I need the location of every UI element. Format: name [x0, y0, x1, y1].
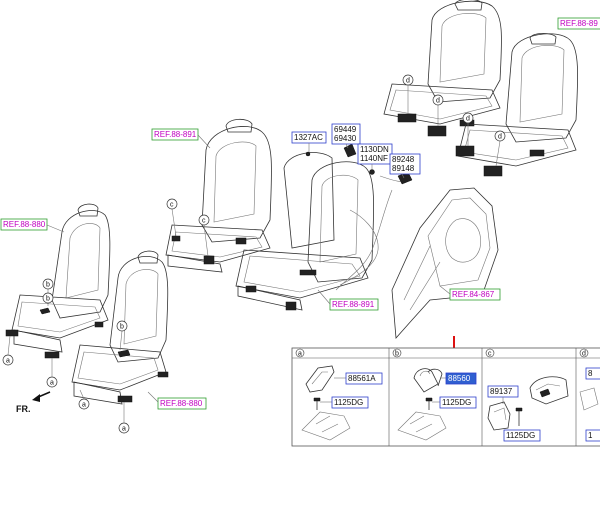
- detail-cell-c: c 89137 1125DG: [485, 348, 569, 442]
- svg-text:b: b: [46, 282, 50, 289]
- svg-text:1125DG: 1125DG: [442, 398, 471, 407]
- svg-text:88561A: 88561A: [348, 374, 376, 383]
- svg-text:1: 1: [588, 431, 593, 440]
- callout-c: c: [166, 198, 178, 210]
- callout-d: d: [494, 130, 506, 142]
- part-label-89248: 89248 89148: [389, 153, 421, 179]
- svg-text:REF.88-891: REF.88-891: [332, 300, 375, 309]
- svg-text:d: d: [406, 78, 410, 85]
- callout-d: d: [402, 74, 414, 86]
- svg-text:89137: 89137: [490, 387, 513, 396]
- svg-text:a: a: [82, 402, 86, 409]
- ref-label-top-right: REF.88-89: [557, 17, 600, 30]
- side-trim-panel: [391, 187, 499, 339]
- callout-b: b: [42, 278, 54, 290]
- svg-text:1130DN: 1130DN: [360, 145, 389, 154]
- svg-text:d: d: [498, 134, 502, 141]
- detail-cell-b: b 88560 1125DG: [392, 348, 477, 441]
- part-label-1327ac: 1327AC: [291, 131, 327, 152]
- svg-text:d: d: [436, 98, 440, 105]
- ref-label-second-row: REF.88-891: [151, 128, 211, 149]
- svg-text:c: c: [170, 202, 174, 209]
- ref-label-front-left: REF.88-880: [0, 218, 65, 233]
- svg-text:a: a: [298, 351, 302, 358]
- ref-label-trim: REF.84-867: [439, 285, 501, 301]
- third-row-seats: [383, 0, 579, 177]
- svg-text:1140NF: 1140NF: [360, 154, 388, 163]
- callout-a: a: [118, 422, 130, 434]
- svg-text:REF.88-891: REF.88-891: [154, 130, 197, 139]
- svg-text:c: c: [488, 351, 492, 358]
- svg-text:1327AC: 1327AC: [294, 133, 323, 142]
- front-left-seat: [5, 203, 111, 359]
- svg-text:b: b: [120, 324, 124, 331]
- harness: [305, 143, 413, 291]
- callout-b: b: [116, 320, 128, 332]
- svg-text:REF.88-880: REF.88-880: [3, 220, 46, 229]
- part-label-1130dn: 1130DN 1140NF: [357, 143, 393, 170]
- callouts: d d d d c c b b b a a a a: [2, 74, 506, 434]
- svg-text:b: b: [46, 296, 50, 303]
- svg-text:REF.88-880: REF.88-880: [160, 399, 203, 408]
- ref-label-center: REF.88-891: [317, 289, 379, 311]
- detail-cell-a: a 88561A 1125DG: [295, 348, 383, 441]
- svg-text:FR.: FR.: [16, 404, 31, 414]
- callout-c: c: [198, 214, 210, 226]
- svg-text:d: d: [582, 351, 586, 358]
- arrow-icon: [32, 394, 40, 402]
- second-row-left-seat: [165, 118, 272, 273]
- svg-text:d: d: [466, 116, 470, 123]
- svg-text:1125DG: 1125DG: [506, 431, 535, 440]
- callout-d: d: [462, 112, 474, 124]
- callout-a: a: [78, 398, 90, 410]
- front-right-seat: [71, 250, 169, 405]
- svg-text:89248: 89248: [392, 155, 415, 164]
- svg-text:69430: 69430: [334, 134, 357, 143]
- svg-text:8: 8: [588, 369, 593, 378]
- detail-table: a 88561A 1125DG b 88560: [291, 347, 600, 447]
- svg-text:REF.88-89: REF.88-89: [560, 19, 598, 28]
- part-label-69449: 69449 69430: [331, 123, 361, 149]
- callout-b: b: [42, 292, 54, 304]
- ref-label-front-right: REF.88-880: [147, 391, 207, 410]
- svg-text:69449: 69449: [334, 125, 357, 134]
- svg-text:a: a: [122, 426, 126, 433]
- callout-d: d: [432, 94, 444, 106]
- highlighted-part-box: [445, 372, 477, 385]
- second-row-right-seat: [235, 152, 379, 311]
- front-direction-indicator: FR.: [16, 391, 51, 414]
- svg-text:REF.84-867: REF.84-867: [452, 290, 495, 299]
- svg-text:89148: 89148: [392, 164, 415, 173]
- callout-a: a: [2, 354, 14, 366]
- svg-text:b: b: [395, 351, 399, 358]
- svg-text:a: a: [6, 358, 10, 365]
- svg-text:1125DG: 1125DG: [334, 398, 363, 407]
- svg-text:88560: 88560: [448, 374, 471, 383]
- detail-cell-d: d 8 1: [579, 348, 600, 442]
- callout-a: a: [46, 376, 58, 388]
- svg-text:a: a: [50, 380, 54, 387]
- svg-text:c: c: [202, 218, 206, 225]
